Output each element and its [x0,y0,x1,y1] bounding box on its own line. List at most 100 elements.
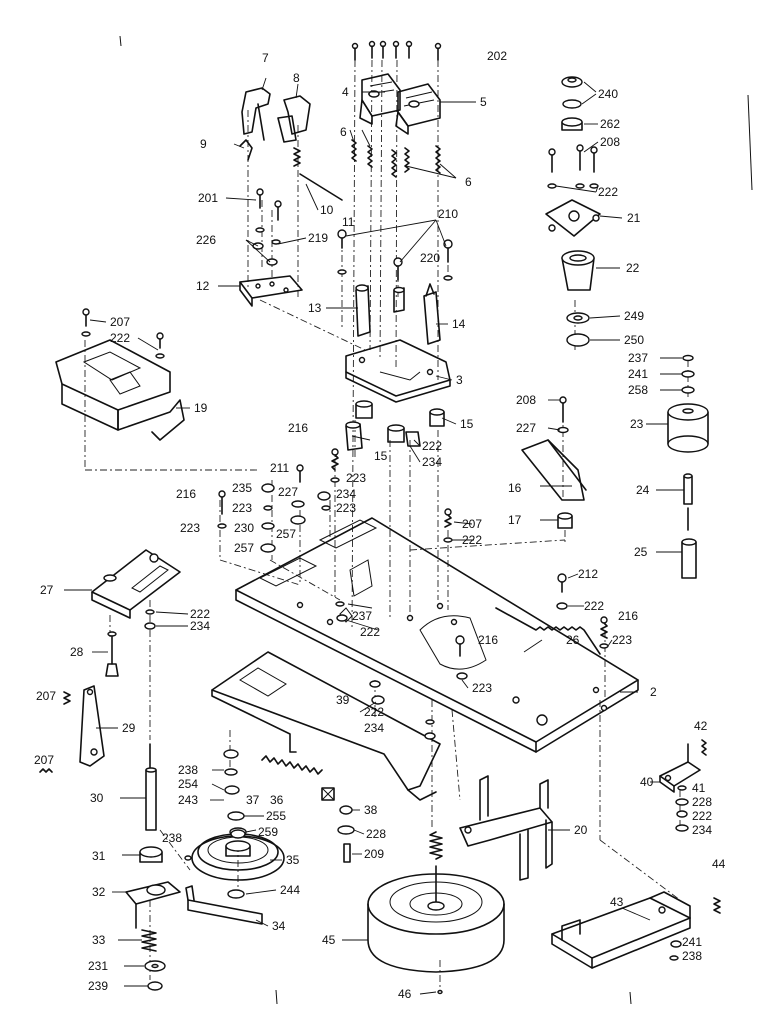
label-222a: 222 [598,185,618,199]
label-237: 237 [628,351,648,365]
label-216c: 216 [618,609,638,623]
label-10: 10 [320,203,334,217]
label-208a: 208 [600,135,620,149]
assembly-center-lines [84,59,689,988]
label-254: 254 [178,777,198,791]
label-223c: 223 [336,501,356,515]
label-41: 41 [692,781,706,795]
label-211: 211 [270,461,289,475]
label-27: 27 [40,583,54,597]
label-234b: 234 [336,487,356,501]
plate-3 [345,339,451,403]
bracket-20 [459,775,553,881]
label-3: 3 [456,373,463,387]
label-240: 240 [598,87,618,101]
label-216b: 216 [176,487,196,501]
label-223f: 223 [472,681,492,695]
label-228a: 228 [692,795,712,809]
label-5: 5 [480,95,487,109]
pulley-35 [185,827,285,925]
drive-wheel-45 [367,831,505,995]
label-32: 32 [92,885,106,899]
label-237b: 237 [352,609,372,623]
label-227b: 227 [278,485,298,499]
label-208b: 208 [516,393,536,407]
label-255: 255 [266,809,286,823]
lower-plate-39 [211,651,441,801]
label-13: 13 [308,301,322,315]
label-228b: 228 [366,827,386,841]
arm-40 [659,739,707,832]
label-220: 220 [420,251,440,265]
label-241b: 241 [682,935,702,949]
label-44: 44 [712,857,726,871]
label-9: 9 [200,137,207,151]
label-8: 8 [293,71,300,85]
bracket-43 [551,891,721,969]
scan-edge-marks [119,35,753,1005]
main-chassis-2 [235,517,639,753]
label-244: 244 [280,883,300,897]
label-11: 11 [342,215,355,229]
label-35: 35 [286,853,300,867]
label-223b: 223 [232,501,252,515]
bracket-27-arm-29 [39,549,181,773]
posts-11-13-14 [337,229,453,345]
label-235: 235 [232,481,252,495]
label-4: 4 [342,85,349,99]
label-207d: 207 [34,753,54,767]
label-257a: 257 [276,527,296,541]
label-39: 39 [336,693,350,707]
label-226: 226 [196,233,216,247]
springs-6 [351,139,441,178]
label-259: 259 [258,825,278,839]
label-23: 23 [630,417,644,431]
label-207a: 207 [110,315,130,329]
label-43: 43 [610,895,624,909]
label-234e: 234 [692,823,712,837]
label-22: 22 [626,261,640,275]
label-219: 219 [308,231,328,245]
label-209: 209 [364,847,384,861]
label-38: 38 [364,803,378,817]
roller-assembly [545,76,709,579]
label-6a: 6 [340,125,347,139]
label-202: 202 [487,49,507,63]
head-blocks [359,73,441,135]
label-15a: 15 [460,417,474,431]
label-227a: 227 [516,421,536,435]
label-37: 37 [246,793,260,807]
label-20: 20 [574,823,588,837]
label-212: 212 [578,567,598,581]
label-241a: 241 [628,367,648,381]
label-222f: 222 [190,607,210,621]
label-24: 24 [636,483,650,497]
bracket-19 [55,308,185,441]
screws-202 [351,40,442,61]
nuts-38-228-209 [337,805,355,863]
label-249: 249 [624,309,644,323]
label-28: 28 [70,645,84,659]
label-21: 21 [627,211,641,225]
bracket-12 [239,188,303,307]
label-25: 25 [634,545,648,559]
label-6b: 6 [465,175,472,189]
label-222d: 222 [462,533,482,547]
label-234a: 234 [422,455,442,469]
label-257b: 257 [234,541,254,555]
label-17: 17 [508,513,522,527]
label-223a: 223 [346,471,366,485]
callout-labels: 202 7 8 4 5 240 262 208 9 6 6 222 201 10… [34,49,726,1001]
label-34: 34 [272,919,286,933]
label-36: 36 [270,793,284,807]
label-234c: 234 [190,619,210,633]
label-33: 33 [92,933,106,947]
label-262: 262 [600,117,620,131]
spring-36-washers [223,749,335,839]
label-46: 46 [398,987,412,1001]
label-29: 29 [122,721,136,735]
leader-lines [64,77,684,995]
label-250: 250 [624,333,644,347]
label-30: 30 [90,791,104,805]
